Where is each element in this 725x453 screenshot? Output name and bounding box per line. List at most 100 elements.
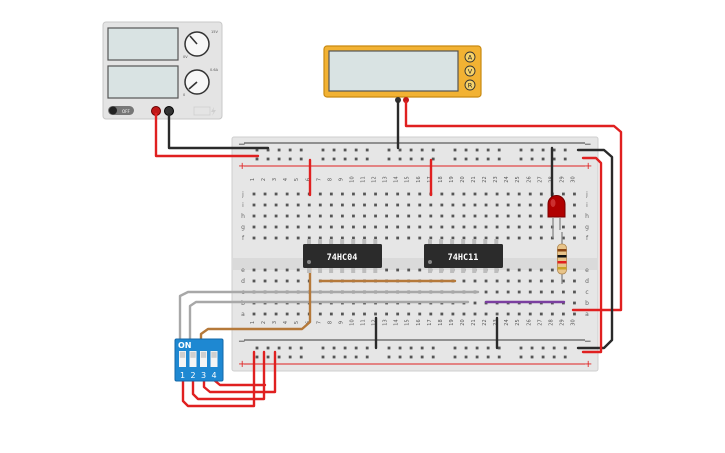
breadboard-hole[interactable] (550, 279, 554, 283)
breadboard-hole[interactable] (396, 203, 400, 207)
rail-hole[interactable] (266, 355, 270, 359)
rail-hole[interactable] (409, 148, 413, 152)
rail-hole[interactable] (497, 346, 501, 350)
breadboard-hole[interactable] (517, 312, 521, 316)
rail-hole[interactable] (563, 157, 567, 161)
rail-hole[interactable] (288, 346, 292, 350)
rail-hole[interactable] (453, 148, 457, 152)
rail-hole[interactable] (266, 157, 270, 161)
breadboard-hole[interactable] (352, 312, 355, 316)
breadboard-hole[interactable] (374, 203, 377, 207)
breadboard-hole[interactable] (495, 236, 499, 240)
breadboard-hole[interactable] (274, 312, 278, 316)
breadboard-hole[interactable] (429, 236, 433, 240)
breadboard-hole[interactable] (440, 214, 444, 218)
breadboard-hole[interactable] (296, 268, 300, 272)
mode-button-amps[interactable]: A (464, 51, 476, 63)
probe-jack-black[interactable] (395, 97, 401, 103)
rail-hole[interactable] (552, 346, 556, 350)
breadboard-hole[interactable] (495, 290, 499, 294)
breadboard-hole[interactable] (440, 312, 444, 316)
rail-hole[interactable] (431, 148, 435, 152)
breadboard-hole[interactable] (506, 312, 510, 316)
breadboard-hole[interactable] (562, 312, 565, 316)
rail-hole[interactable] (387, 355, 391, 359)
breadboard-hole[interactable] (462, 312, 466, 316)
breadboard-hole[interactable] (252, 312, 256, 316)
breadboard-hole[interactable] (484, 203, 488, 207)
rail-hole[interactable] (453, 355, 457, 359)
mode-button-volts[interactable]: V (464, 65, 476, 77)
breadboard-hole[interactable] (517, 268, 521, 272)
breadboard-hole[interactable] (385, 203, 388, 207)
breadboard-hole[interactable] (274, 225, 278, 229)
breadboard-hole[interactable] (385, 214, 388, 218)
breadboard-hole[interactable] (539, 203, 543, 207)
rail-hole[interactable] (255, 148, 259, 152)
chip-74hc04[interactable]: 74HC04 (303, 239, 382, 273)
dip-toggle-4[interactable] (210, 351, 218, 367)
breadboard-hole[interactable] (341, 236, 344, 240)
rail-hole[interactable] (453, 157, 457, 161)
rail-hole[interactable] (277, 355, 281, 359)
breadboard-hole[interactable] (285, 214, 289, 218)
breadboard-hole[interactable] (407, 225, 411, 229)
breadboard-hole[interactable] (307, 225, 311, 229)
breadboard-hole[interactable] (451, 214, 455, 218)
rail-hole[interactable] (365, 355, 369, 359)
breadboard-hole[interactable] (473, 236, 477, 240)
rail-hole[interactable] (530, 148, 534, 152)
rail-hole[interactable] (321, 346, 325, 350)
breadboard-hole[interactable] (539, 290, 543, 294)
rail-hole[interactable] (420, 157, 424, 161)
breadboard-hole[interactable] (252, 279, 256, 283)
breadboard-hole[interactable] (528, 279, 532, 283)
breadboard-hole[interactable] (296, 279, 300, 283)
breadboard-hole[interactable] (573, 236, 576, 240)
breadboard-hole[interactable] (528, 290, 532, 294)
rail-hole[interactable] (464, 157, 468, 161)
breadboard-hole[interactable] (429, 203, 433, 207)
breadboard-hole[interactable] (252, 236, 256, 240)
breadboard-hole[interactable] (506, 192, 510, 196)
breadboard-hole[interactable] (285, 268, 289, 272)
rail-hole[interactable] (343, 148, 347, 152)
breadboard-hole[interactable] (396, 236, 400, 240)
breadboard-hole[interactable] (495, 279, 499, 283)
breadboard-hole[interactable] (473, 214, 477, 218)
breadboard-hole[interactable] (484, 225, 488, 229)
breadboard-hole[interactable] (517, 225, 521, 229)
breadboard-hole[interactable] (528, 192, 532, 196)
breadboard-hole[interactable] (440, 225, 444, 229)
breadboard-hole[interactable] (473, 279, 477, 283)
mode-button-ohms[interactable]: R (464, 79, 476, 91)
breadboard-hole[interactable] (396, 214, 400, 218)
rail-hole[interactable] (354, 346, 358, 350)
breadboard-hole[interactable] (252, 268, 256, 272)
breadboard-hole[interactable] (539, 312, 543, 316)
breadboard-hole[interactable] (484, 192, 488, 196)
breadboard-hole[interactable] (517, 192, 521, 196)
rail-hole[interactable] (398, 148, 402, 152)
breadboard-hole[interactable] (573, 290, 576, 294)
breadboard-hole[interactable] (341, 192, 344, 196)
rail-hole[interactable] (453, 346, 457, 350)
breadboard-hole[interactable] (274, 214, 278, 218)
breadboard-hole[interactable] (562, 279, 565, 283)
rail-hole[interactable] (365, 157, 369, 161)
breadboard-hole[interactable] (506, 225, 510, 229)
wires[interactable] (154, 100, 623, 408)
breadboard-hole[interactable] (484, 236, 488, 240)
breadboard-hole[interactable] (363, 225, 366, 229)
breadboard-hole[interactable] (285, 192, 289, 196)
rail-hole[interactable] (475, 148, 479, 152)
breadboard-hole[interactable] (495, 214, 499, 218)
breadboard-hole[interactable] (341, 214, 344, 218)
breadboard-hole[interactable] (528, 268, 532, 272)
rail-hole[interactable] (497, 148, 501, 152)
rail-hole[interactable] (420, 346, 424, 350)
rail-hole[interactable] (365, 346, 369, 350)
breadboard-hole[interactable] (329, 192, 333, 196)
